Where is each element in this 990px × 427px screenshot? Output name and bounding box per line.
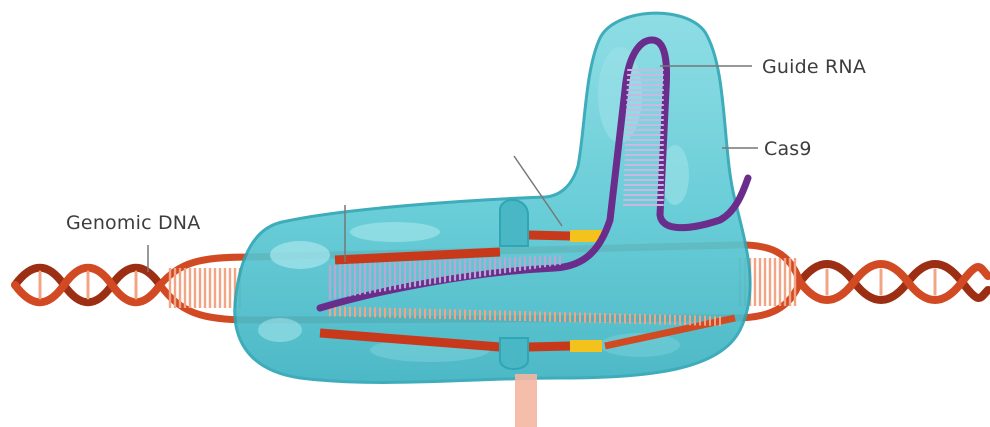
right-dna-helix bbox=[800, 264, 988, 300]
left-dna-helix bbox=[15, 268, 160, 303]
cas9-label: Cas9 bbox=[764, 138, 812, 160]
guide-rna-label: Guide RNA bbox=[762, 56, 866, 78]
cas9-protein bbox=[235, 13, 750, 382]
genomic-dna-label: Genomic DNA bbox=[66, 212, 200, 234]
